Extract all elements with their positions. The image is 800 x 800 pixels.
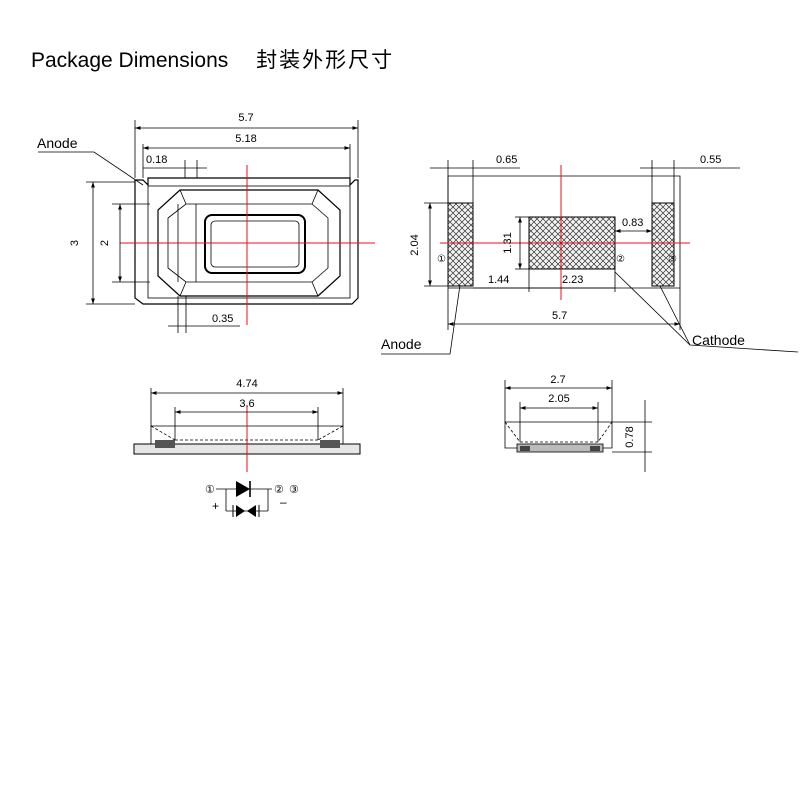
dim-side-inner-label: 3.6: [239, 398, 254, 410]
dim-left-pad-label: 0.65: [496, 154, 517, 166]
top-view-anode-label: Anode: [37, 135, 78, 151]
schematic-zener-2: [247, 505, 256, 517]
dim-side-outer-label: 4.74: [236, 378, 257, 390]
side-view-short: 2.7 2.05 0.78: [504, 374, 652, 472]
side-view-short-base: [516, 443, 604, 453]
schematic-pin-3: ③: [289, 484, 299, 496]
top-view-outline: [134, 177, 359, 305]
pad-pin-1: ①: [437, 254, 446, 265]
dim-body-length-label: 5.18: [235, 133, 256, 145]
schematic-zener-1: [236, 505, 245, 517]
top-view: 5.7 5.18 0.18 Anode 3 2 0.35: [37, 112, 375, 333]
top-view-body: [147, 185, 351, 299]
pad-right: [651, 202, 675, 287]
schematic-minus: –: [280, 495, 287, 509]
dim-thickness-label: 0.78: [624, 426, 636, 447]
schematic-diode: [236, 481, 250, 497]
dim-pad-height-label: 2.04: [409, 234, 421, 255]
dim-inner-height-label: 2: [99, 240, 111, 246]
dim-height-label: 3: [69, 240, 81, 246]
pad-view-anode-leader: [381, 284, 461, 355]
dim-pad-overall-label: 5.7: [552, 310, 567, 322]
dim-gap-label: 0.35: [212, 313, 233, 325]
pad-pin-3: ③: [668, 254, 677, 265]
dim-overall-length-label: 5.7: [238, 112, 253, 124]
pad-view-cathode-leader-2: [659, 285, 691, 346]
title-chinese: 封装外形尺寸: [256, 48, 395, 72]
dim-short-inner-label: 2.05: [548, 393, 569, 405]
side-view-long-lead-left: [155, 440, 175, 448]
top-view-anode-leader: [38, 151, 144, 186]
dim-left-offset-label: 1.44: [488, 274, 509, 286]
led-schematic: ① ② ③ + –: [205, 481, 299, 517]
side-view-short-body: [504, 421, 613, 449]
side-view-long: 4.74 3.6: [133, 378, 361, 472]
dim-center-width-label: 2.23: [562, 274, 583, 286]
pad-view-cathode-label: Cathode: [692, 332, 745, 348]
page-title: Package Dimensions 封装外形尺寸: [31, 44, 394, 74]
top-view-chip-inner: [210, 220, 300, 268]
pad-view-anode-label: Anode: [381, 336, 422, 352]
side-view-long-lead-right: [320, 440, 340, 448]
schematic-plus: +: [212, 499, 219, 513]
top-view-chip-window: [204, 214, 306, 274]
pad-left: [447, 202, 474, 287]
title-english: Package Dimensions: [31, 49, 229, 72]
dim-short-outer-label: 2.7: [550, 374, 565, 386]
pad-view: 0.65 0.55 2.04 ① 1.31 0.83 ② ③ 1.44 2.23…: [381, 154, 799, 355]
pad-pin-2: ②: [616, 254, 625, 265]
schematic-pin-1: ①: [205, 484, 215, 496]
dim-center-gap-label: 0.83: [622, 217, 643, 229]
dim-center-height-label: 1.31: [502, 232, 514, 253]
dim-right-pad-label: 0.55: [700, 154, 721, 166]
schematic-pin-2: ②: [274, 484, 284, 496]
dim-edge-label: 0.18: [146, 154, 167, 166]
